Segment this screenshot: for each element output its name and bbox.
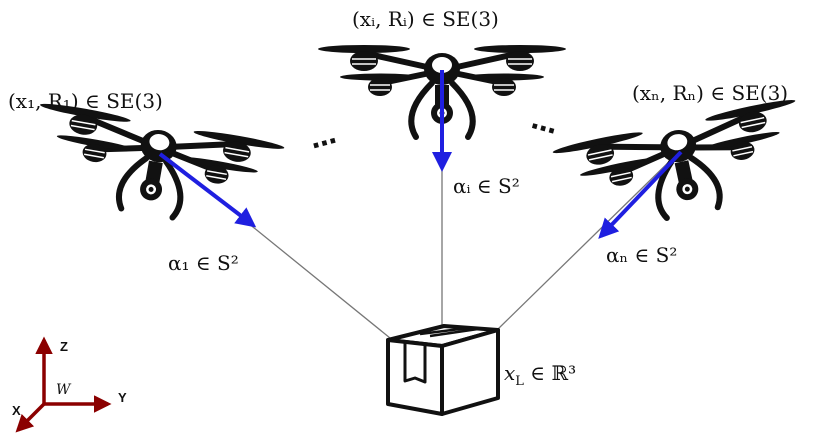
y-axis-label: Y (118, 390, 127, 405)
alpha-1-arrow (158, 152, 257, 228)
ellipsis-right: ⋯ (526, 112, 559, 148)
alpha-i-label: αᵢ ∈ S² (453, 174, 520, 198)
direction-arrows (158, 70, 683, 239)
pose-i-label: (xᵢ, Rᵢ) ∈ SE(3) (352, 7, 499, 31)
load-label: xL ∈ ℝ³ (504, 361, 576, 389)
world-frame-label: W (56, 382, 72, 398)
payload-box (386, 324, 500, 416)
x-axis (15, 402, 46, 433)
world-frame: Z Y X W (12, 336, 127, 433)
z-axis-label: Z (60, 339, 68, 354)
pose-n-label: (xₙ, Rₙ) ∈ SE(3) (632, 81, 788, 105)
cable-n (496, 151, 680, 331)
drone-1 (25, 101, 285, 235)
alpha-n-arrow (598, 150, 683, 239)
ellipsis-left: ⋯ (308, 126, 341, 162)
pose-1-label: (x₁, R₁) ∈ SE(3) (8, 89, 163, 113)
alpha-n-label: αₙ ∈ S² (606, 243, 677, 267)
drone-n (552, 97, 814, 239)
alpha-1-label: α₁ ∈ S² (168, 251, 239, 275)
x-axis-label: X (12, 403, 21, 418)
